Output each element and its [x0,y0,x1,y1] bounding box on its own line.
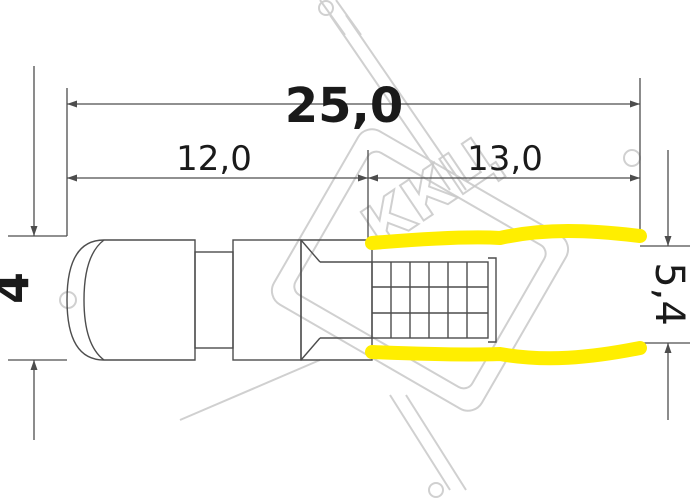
pin-tip [66,239,196,361]
crimp-barrel [371,261,489,339]
bullet-connector [66,239,497,361]
insulation-top [365,224,647,250]
overall-length-label: 25,0 [285,78,403,134]
insulation-sleeve [365,224,647,366]
pin-diameter-label: 4 [0,272,39,304]
dimension-lines [30,66,672,440]
pin-collar [232,239,302,361]
sleeve-flare [300,239,373,361]
sleeve-diameter-label: 5,4 [646,262,692,326]
pin-neck [194,251,234,349]
pin-length-label: 12,0 [176,139,252,179]
sleeve-length-label: 13,0 [467,139,543,179]
insulation-bottom [365,341,647,366]
watermark-stamp [59,0,641,498]
